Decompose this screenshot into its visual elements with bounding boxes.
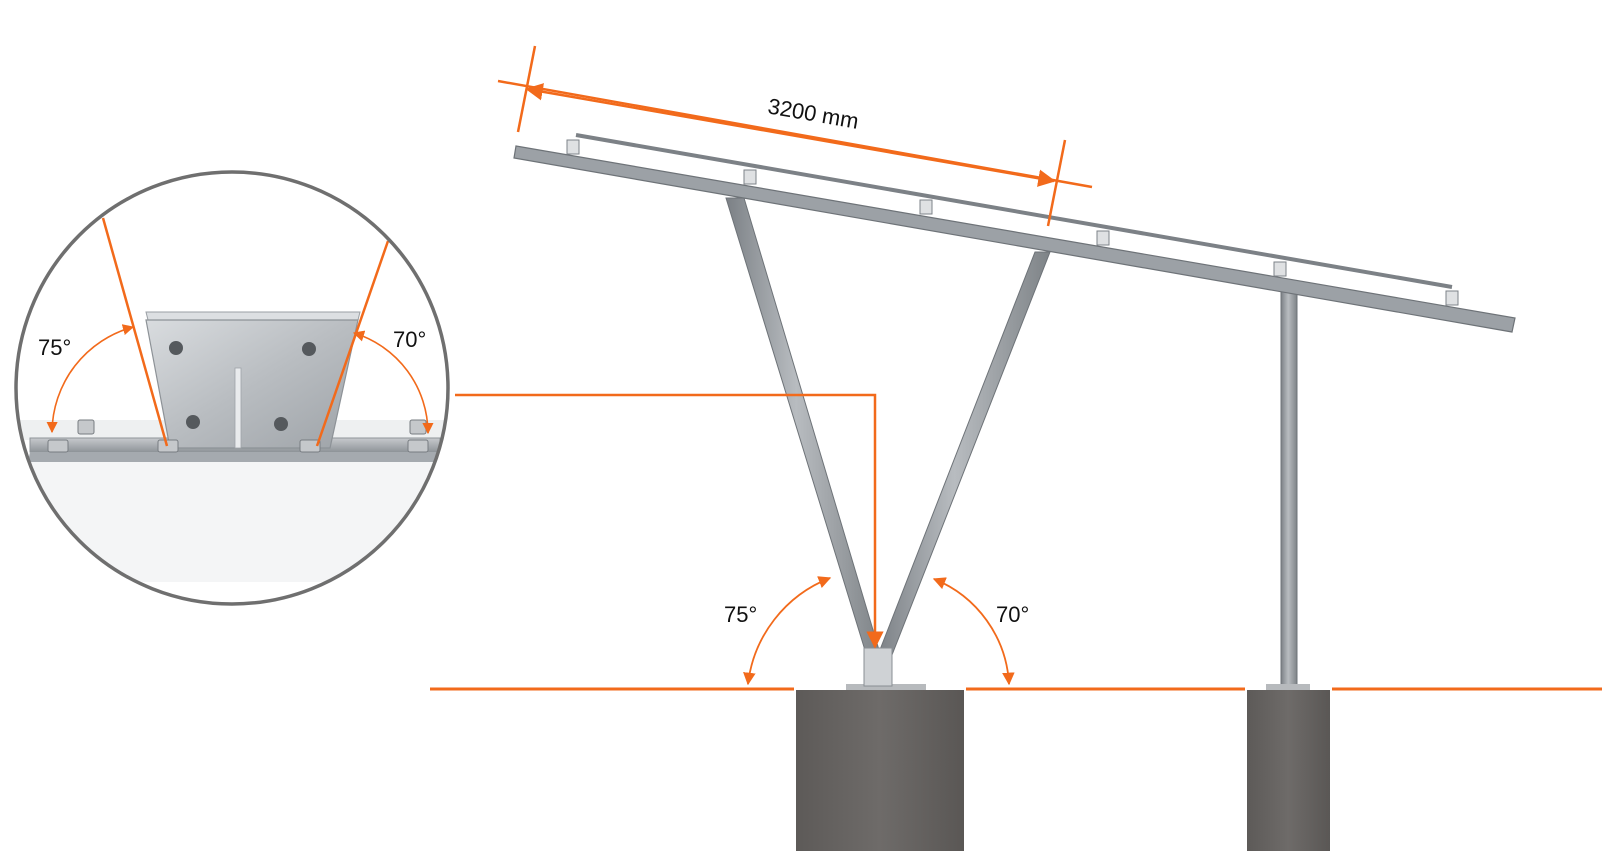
right-angle-label: 70° (996, 602, 1029, 627)
front-right-leg (875, 251, 1051, 661)
top-rail (513, 145, 1516, 333)
rear-base-plate (1266, 684, 1310, 690)
detail-holes (169, 341, 316, 431)
detail-callout-line (455, 393, 884, 649)
length-label: 3200 mm (766, 93, 861, 133)
front-foundation (796, 690, 964, 851)
left-angle-label: 75° (724, 602, 757, 627)
detail-gusset-plate (145, 319, 359, 449)
rail-clips (566, 139, 1459, 306)
detail-border (14, 170, 450, 606)
detail-center-rib (234, 367, 242, 449)
right-angle-arc (932, 577, 1015, 686)
detail-right-angle-label: 70° (393, 327, 426, 352)
detail-left-angle-arc (46, 324, 135, 434)
length-dimension (497, 45, 1093, 227)
purlin (575, 133, 1453, 289)
detail-top-flange (145, 311, 361, 321)
detail-left-angle-label: 75° (38, 335, 71, 360)
base-plate-detail: 75° 70° (14, 170, 450, 606)
rear-post (1280, 289, 1298, 689)
front-base-plate (846, 684, 926, 690)
detail-right-angle-arc (352, 330, 434, 435)
front-bracket (863, 647, 893, 687)
rear-foundation (1247, 690, 1330, 851)
left-angle-arc (743, 576, 832, 686)
